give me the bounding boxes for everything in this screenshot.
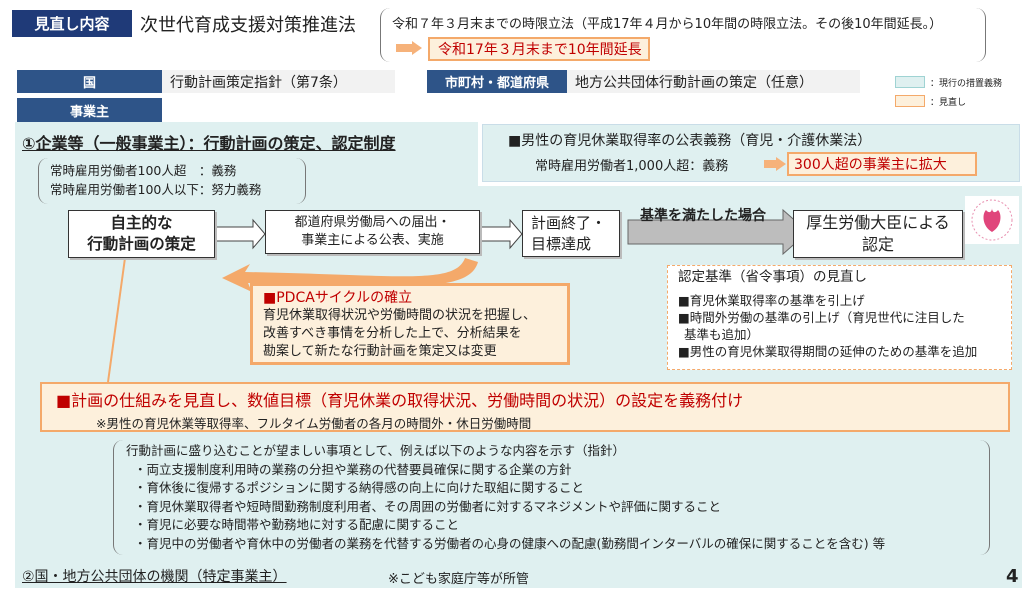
kurumin-logo [965, 196, 1019, 244]
legend-revision-swatch [895, 95, 925, 107]
guideline-item: ・両立支援制度利用時の業務の分担や業務の代替要員確保に関する企業の方針 [134, 461, 572, 477]
section1-heading: ①企業等（一般事業主）：行動計画の策定、認定制度 [22, 134, 396, 153]
step-text: 自主的な [110, 214, 173, 232]
targets-title: ■計画の仕組みを見直し、数値目標（育児休業の取得状況、労働時間の状況）の設定を義… [56, 391, 744, 410]
criteria-item: ■育児休業取得率の基準を引上げ [678, 293, 865, 308]
criteria-item: ■男性の育児休業取得期間の延伸のための基準を追加 [678, 344, 978, 359]
criteria-title: 認定基準（省令事項）の見直し [678, 269, 867, 285]
pdca-box: ■PDCAサイクルの確立 育児休業取得状況や労働時間の状況を把握し、 改善すべき… [250, 283, 570, 365]
publication-title: ■男性の育児休業取得率の公表義務（育児・介護休業法） [508, 133, 872, 149]
targets-box: ■計画の仕組みを見直し、数値目標（育児休業の取得状況、労働時間の状況）の設定を義… [40, 382, 1010, 432]
arrow-right-icon [214, 218, 266, 250]
pdca-title: ■PDCAサイクルの確立 [263, 290, 413, 306]
pdca-line: 勘案して新たな行動計画を策定又は変更 [263, 344, 497, 359]
step-text: 都道府県労働局への届出・ [294, 215, 451, 230]
pdca-line: 育児休業取得状況や労働時間の状況を把握し、 [263, 308, 537, 323]
section2-heading: ②国・地方公共団体の機関（特定事業主） [22, 569, 287, 585]
national-text: 行動計画策定指針（第7条） [162, 70, 395, 93]
step-text: 認定 [861, 235, 894, 254]
guideline-item: ・育児休業取得者や短時間勤務制度利用者、その周囲の労働者に対するマネジメントや評… [134, 498, 722, 514]
guideline-item: ・育児中の労働者や育休中の労働者の業務を代替する労働者の心身の健康への配慮(勤務… [134, 535, 886, 551]
law-title: 次世代育成支援対策推進法 [140, 15, 356, 36]
law-note-bracket [380, 8, 986, 62]
section-label: 見直し内容 [12, 10, 132, 37]
extension-badge: 令和17年３月末まで10年間延長 [428, 37, 650, 61]
criteria-box: 認定基準（省令事項）の見直し ■育児休業取得率の基準を引上げ ■時間外労働の基準… [667, 265, 1012, 370]
targets-note: ※男性の育児休業等取得率、フルタイム労働者の各月の時間外・休日労働時間 [96, 416, 532, 431]
conditions: 常時雇用労働者100人超 ：義務常時雇用労働者100人以下：努力義務 [50, 161, 261, 199]
section2-note: ※こども家庭庁等が所管 [388, 572, 529, 587]
condition-bracket [38, 158, 306, 204]
employer-label: 事業主 [17, 98, 162, 122]
publication-revised: 300人超の事業主に拡大 [787, 152, 977, 176]
criteria-item: ■時間外労働の基準の引上げ（育児世代に注目した [678, 310, 965, 325]
step-text: 計画終了・ [531, 213, 607, 232]
condition-small: 常時雇用労働者100人以下：努力義務 [50, 182, 262, 197]
step-text: 行動計画の策定 [87, 235, 196, 253]
guideline-item: ・育休後に復帰するポジションに関する納得感の向上に向けた取組に関すること [134, 480, 585, 495]
arrow-right-icon [479, 218, 523, 250]
legend-current-swatch [895, 76, 925, 88]
legend-revision: ：見直し [930, 98, 967, 108]
arrow-right-icon [764, 156, 786, 171]
arrow-right-icon [396, 40, 422, 55]
guideline-item: ・育児に必要な時間帯や勤務地に対する配慮に関すること [134, 517, 460, 532]
pdca-line: 改善すべき事情を分析した上で、分析結果を [263, 326, 522, 341]
law-note: 令和７年３月末までの時限立法（平成17年４月から10年間の時限立法。その後10年… [392, 17, 943, 32]
connector-line [107, 257, 126, 383]
step-text: 事業主による公表、実施 [301, 233, 444, 248]
legend-current: ：現行の措置義務 [930, 79, 1003, 89]
local-label: 市町村・都道府県 [427, 70, 567, 93]
page-number: 4 [1006, 566, 1019, 587]
flow-step-complete: 計画終了・目標達成 [522, 210, 620, 257]
guideline-box: 行動計画に盛り込むことが望ましい事項として、例えば以下のような内容を示す（指針）… [113, 440, 990, 555]
national-label: 国 [17, 70, 162, 93]
guideline-intro: 行動計画に盛り込むことが望ましい事項として、例えば以下のような内容を示す（指針） [126, 443, 626, 458]
condition-large: 常時雇用労働者100人超 ：義務 [50, 163, 237, 178]
flow-step-certification: 厚生労働大臣による認定 [793, 210, 963, 258]
step-text: 目標達成 [531, 234, 592, 253]
flow-step-plan: 自主的な行動計画の策定 [68, 210, 215, 258]
local-text: 地方公共団体行動計画の策定（任意） [567, 70, 860, 93]
criteria-item: 基準も追加） [684, 327, 760, 342]
step-text: 厚生労働大臣による [806, 213, 950, 232]
flow-step-notify: 都道府県労働局への届出・事業主による公表、実施 [265, 210, 480, 254]
criteria-met-label: 基準を満たした場合 [640, 208, 766, 224]
publication-current: 常時雇用労働者1,000人超：義務 [535, 159, 729, 174]
